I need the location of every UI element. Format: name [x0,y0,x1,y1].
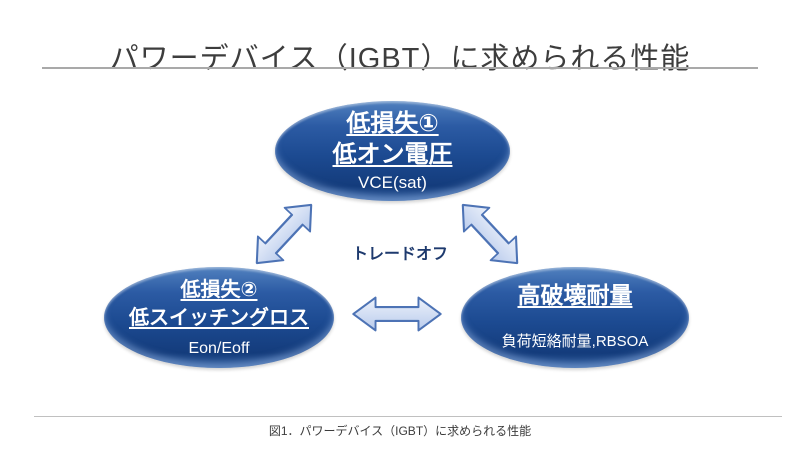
node-heading: 低損失① 低オン電圧 [275,108,510,170]
node-subtext: Eon/Eoff [188,340,250,357]
node-heading-line: 低損失① [346,110,439,137]
node-high-ruggedness: 高破壊耐量 負荷短絡耐量,RBSOA [461,267,689,368]
tradeoff-label: トレードオフ [351,246,448,263]
node-heading: 高破壊耐量 [461,280,689,310]
double-arrow-icon-bottom [351,295,443,333]
node-heading-line: 低スイッチングロス [129,307,309,329]
node-heading-line: 高破壊耐量 [517,282,633,308]
caption-divider [34,416,782,417]
node-heading-line: 低損失② [180,279,258,301]
node-subtext: VCE(sat) [358,173,427,192]
node-low-loss-1: 低損失① 低オン電圧 VCE(sat) [275,101,510,201]
node-heading-line: 低オン電圧 [332,141,453,168]
figure-caption: 図1．パワーデバイス（IGBT）に求められる性能 [268,424,532,438]
node-heading: 低損失② 低スイッチングロス [104,276,334,332]
node-low-loss-2: 低損失② 低スイッチングロス Eon/Eoff [104,267,334,368]
slide-title: パワーデバイス（IGBT）に求められる性能 [109,43,691,76]
title-divider [42,67,758,69]
double-arrow-icon-top-right [447,190,534,279]
node-subtext: 負荷短絡耐量,RBSOA [501,333,649,350]
double-arrow-icon-top-left [241,190,328,279]
